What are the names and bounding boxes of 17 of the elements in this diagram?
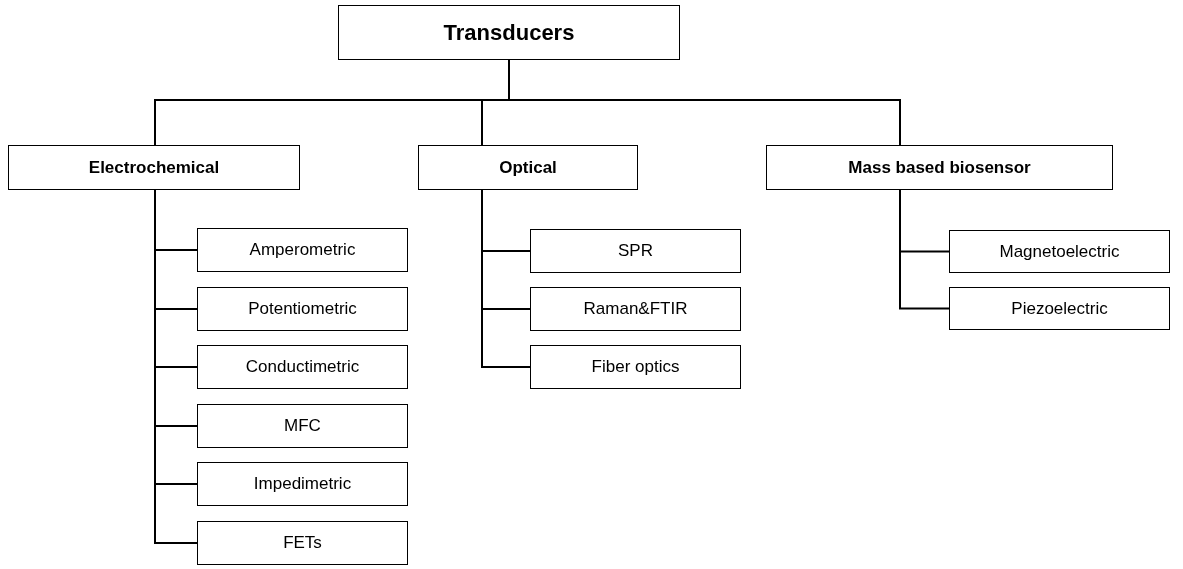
category-box: Mass based biosensor [766,145,1113,190]
root-box: Transducers [338,5,680,60]
subcategory-box: Amperometric [197,228,408,272]
subcategory-box: MFC [197,404,408,448]
subcategory-box: Magnetoelectric [949,230,1170,273]
subcategory-box: Raman&FTIR [530,287,741,331]
connector-line [481,189,531,368]
subcategory-box: FETs [197,521,408,565]
subcategory-box: Potentiometric [197,287,408,331]
category-box: Electrochemical [8,145,300,190]
connector-line [899,189,950,310]
subcategory-box: Conductimetric [197,345,408,389]
subcategory-box: SPR [530,229,741,273]
subcategory-box: Impedimetric [197,462,408,506]
subcategory-box: Piezoelectric [949,287,1170,330]
subcategory-box: Fiber optics [530,345,741,389]
category-box: Optical [418,145,638,190]
